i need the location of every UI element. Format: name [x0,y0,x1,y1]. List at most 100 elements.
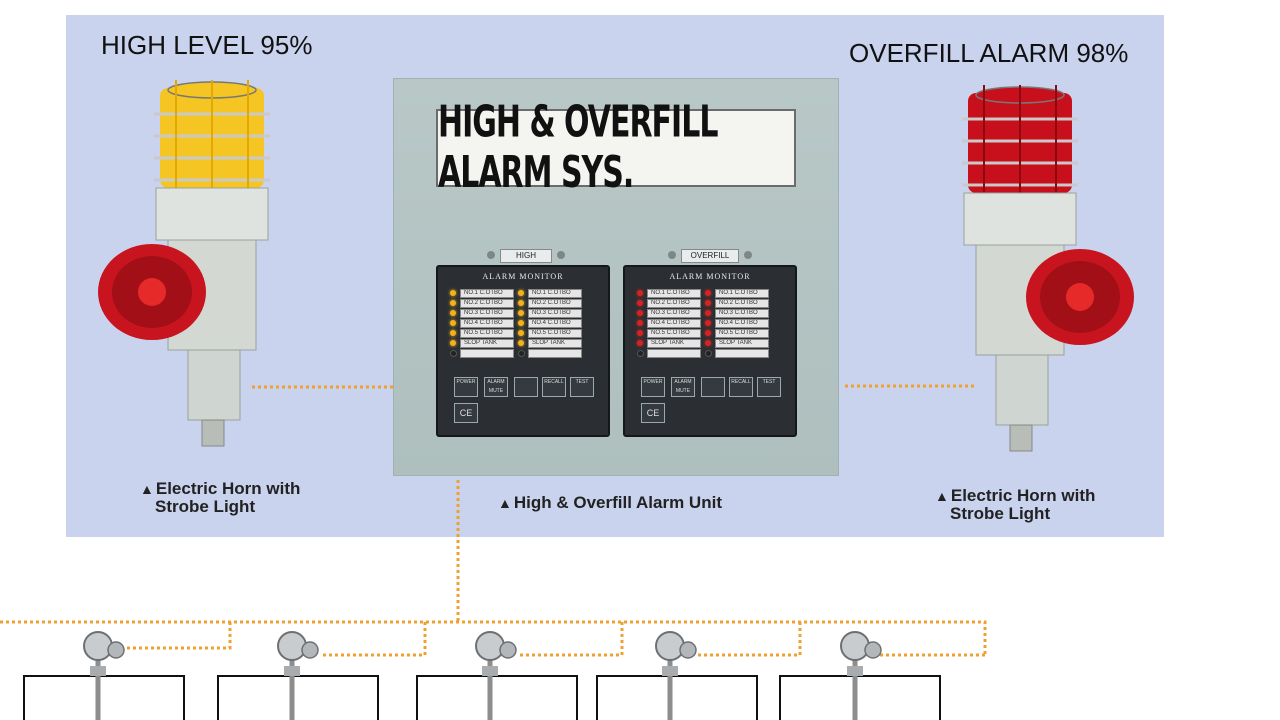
caption-line: High & Overfill Alarm Unit [513,493,722,512]
ce-mark-icon: CE [641,403,665,423]
monitor-button[interactable]: POWER [454,377,478,397]
alarm-led-icon [705,300,711,306]
signal-wires [0,384,987,657]
alarm-led-icon [450,300,456,306]
alarm-led-icon [450,340,456,346]
sensor-head [655,631,685,661]
nameplate-text: HIGH & OVERFILL ALARM SYS. [438,97,718,199]
channel-label: NO.2 C.OTBO [715,299,769,308]
channel-label: NO.5 C.OTBO [647,329,701,338]
channel-label: NO.3 C.OTBO [460,309,514,318]
monitor-button[interactable]: ALARM MUTE [671,377,695,397]
monitor-button[interactable] [514,377,538,397]
channel-label [715,349,769,358]
channel-label [460,349,514,358]
channel-label: SLOP TANK [460,339,514,348]
sensor-flange [662,666,678,676]
channel-label: NO.5 C.OTBO [528,329,582,338]
alarm-led-icon [705,350,712,357]
alarm-led-icon [637,310,643,316]
channel-label: NO.5 C.OTBO [715,329,769,338]
channel-label: NO.5 C.OTBO [460,329,514,338]
sensor-flange [284,666,300,676]
left-horn-strobe-icon [98,80,270,447]
body [155,187,269,241]
sensor-gauge [499,641,517,659]
channel-label: SLOP TANK [715,339,769,348]
sensor-gauge [679,641,697,659]
sensor-gauge [107,641,125,659]
alarm-led-icon [637,320,643,326]
monitor-button[interactable]: RECALL [729,377,753,397]
tank [23,675,185,720]
right-horn-caption: ▲Electric Horn with Strobe Light [935,487,1095,522]
caption-line: Electric Horn with [155,479,301,498]
alarm-led-icon [518,320,524,326]
alarm-led-icon [637,350,644,357]
left-horn-caption: ▲Electric Horn with Strobe Light [140,480,300,515]
triangle-icon: ▲ [140,481,154,497]
alarm-led-icon [705,320,711,326]
tank [596,675,758,720]
sensor-head [840,631,870,661]
channel-label: NO.1 C.OTBO [460,289,514,298]
tank-sensors [23,631,941,720]
tag-overfill: OVERFILL [681,249,739,263]
alarm-led-icon [705,310,711,316]
channel-label: NO.2 C.OTBO [647,299,701,308]
screw-icon [557,251,565,259]
screw-icon [487,251,495,259]
caption-line: Strobe Light [155,497,256,516]
channel-label: SLOP TANK [647,339,701,348]
channel-label [647,349,701,358]
wire-segment [518,622,624,657]
monitor-button[interactable]: ALARM MUTE [484,377,508,397]
sensor-head [277,631,307,661]
monitor-title: ALARM MONITOR [669,272,751,281]
channel-label: NO.4 C.OTBO [528,319,582,328]
monitor-button[interactable]: RECALL [542,377,566,397]
alarm-led-icon [637,290,643,296]
monitor-button[interactable] [701,377,725,397]
channel-label: NO.4 C.OTBO [647,319,701,328]
monitor-button[interactable]: TEST [757,377,781,397]
sensor-head [83,631,113,661]
sensor-flange [847,666,863,676]
channel-label: NO.2 C.OTBO [528,299,582,308]
channel-label: NO.2 C.OTBO [460,299,514,308]
alarm-led-icon [705,340,711,346]
channel-label: NO.4 C.OTBO [715,319,769,328]
alarm-led-icon [518,340,524,346]
caption-line: Strobe Light [950,504,1051,523]
channel-label: SLOP TANK [528,339,582,348]
body [963,192,1077,246]
sensor-head [475,631,505,661]
monitor-button[interactable]: TEST [570,377,594,397]
wire-segment [698,622,802,657]
alarm-led-icon [518,300,524,306]
monitor-button[interactable]: POWER [641,377,665,397]
wire-segment [0,620,987,655]
sensor-flange [90,666,106,676]
wire-segment [125,622,232,650]
alarm-led-icon [637,330,643,336]
unit-caption: ▲High & Overfill Alarm Unit [498,494,722,512]
screw-icon [668,251,676,259]
horn-center [1066,283,1094,311]
ce-mark-icon: CE [454,403,478,423]
lower-box [187,349,241,421]
alarm-led-icon [705,330,711,336]
channel-label: NO.3 C.OTBO [715,309,769,318]
horn-center [138,278,166,306]
triangle-icon: ▲ [935,488,949,504]
alarm-led-icon [518,350,525,357]
alarm-led-icon [637,300,643,306]
tank [416,675,578,720]
alarm-led-icon [450,290,456,296]
tank [217,675,379,720]
channel-label: NO.3 C.OTBO [647,309,701,318]
alarm-led-icon [450,320,456,326]
